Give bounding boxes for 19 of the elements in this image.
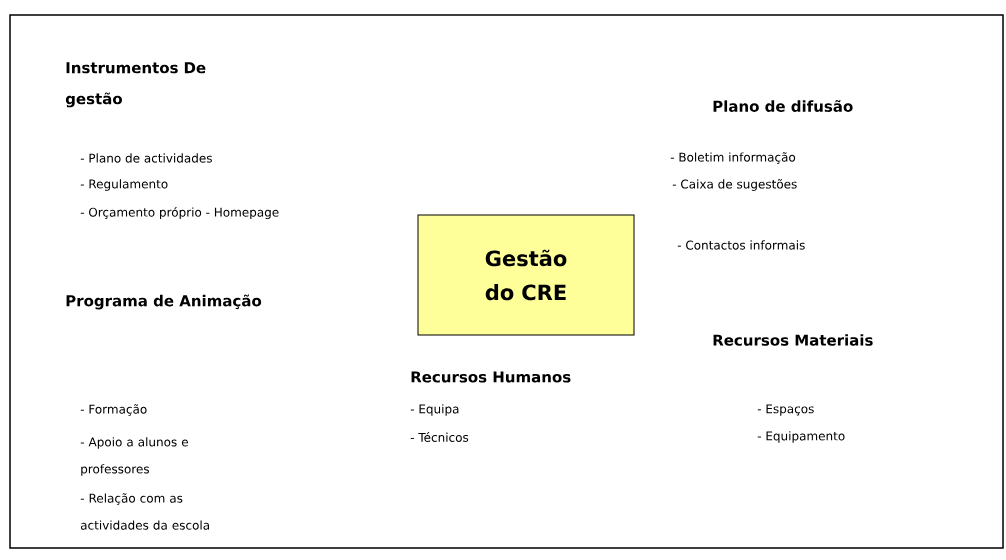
list-item: - Boletim informação — [670, 152, 796, 164]
heading: Recursos Humanos — [411, 371, 571, 383]
heading: Instrumentos De gestão — [65, 62, 206, 108]
list-item: - Apoio a alunos e professores — [80, 437, 188, 476]
list-item: - Relação com as actividades da escola — [80, 493, 209, 530]
list-item: - Plano de actividades — [80, 153, 212, 163]
list-item: - Contactos informais — [677, 240, 805, 250]
list-item: - Técnicos — [410, 432, 469, 442]
list-item: - Equipamento — [757, 431, 845, 443]
list-item: - Regulamento — [80, 179, 168, 191]
title-box: Gestão do CRE — [417, 214, 635, 336]
list-item: - Caixa de sugestões — [672, 179, 797, 191]
heading: Recursos Materiais — [713, 334, 873, 346]
heading: Plano de difusão — [713, 100, 853, 112]
list-item: - Equipa — [410, 404, 459, 416]
list-item: - Formação — [80, 404, 147, 416]
list-item: - Espaços — [757, 404, 814, 416]
list-item: - Orçamento próprio - Homepage — [80, 206, 279, 220]
heading: Programa de Animação — [66, 294, 262, 310]
